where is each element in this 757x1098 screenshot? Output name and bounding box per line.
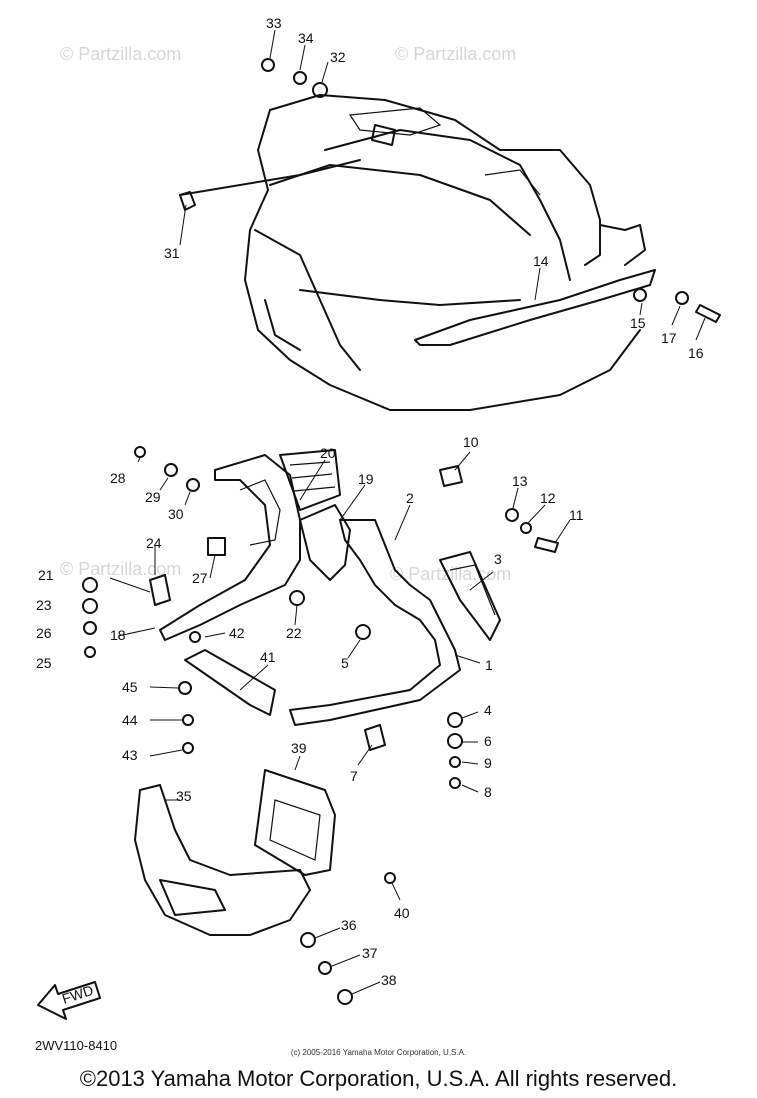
callout-44: 44	[122, 712, 138, 728]
callout-42: 42	[229, 625, 245, 641]
leader-lines	[109, 29, 706, 995]
callout-3: 3	[494, 551, 502, 567]
callout-15: 15	[630, 315, 646, 331]
callout-16: 16	[688, 345, 704, 361]
watermark: © Partzilla.com	[60, 44, 181, 64]
callout-18: 18	[110, 627, 126, 643]
callout-36: 36	[341, 917, 357, 933]
watermarks: © Partzilla.com © Partzilla.com © Partzi…	[60, 44, 516, 584]
watermark: © Partzilla.com	[60, 559, 181, 579]
callout-35: 35	[176, 788, 192, 804]
callout-11: 11	[569, 507, 584, 523]
callout-33: 33	[266, 15, 282, 31]
forward-arrow-label: FWD	[60, 982, 95, 1007]
callout-5: 5	[341, 655, 349, 671]
callout-labels: 33 34 32 31 14 15 17 16 10 20 19 28 29 3…	[36, 15, 704, 988]
callout-30: 30	[168, 506, 184, 522]
callout-2: 2	[406, 490, 414, 506]
callout-23: 23	[36, 597, 52, 613]
callout-24: 24	[146, 535, 162, 551]
diagram-code: 2WV110-8410	[35, 1038, 118, 1053]
callout-14: 14	[533, 253, 549, 269]
frame-assembly	[179, 94, 656, 411]
callout-34: 34	[298, 30, 314, 46]
callout-12: 12	[540, 490, 556, 506]
callout-32: 32	[330, 49, 346, 65]
watermark: © Partzilla.com	[395, 44, 516, 64]
callout-45: 45	[122, 679, 138, 695]
callout-38: 38	[381, 972, 397, 988]
callout-31: 31	[164, 245, 180, 261]
callout-39: 39	[291, 740, 307, 756]
guard-assembly	[134, 449, 501, 936]
callout-28: 28	[110, 470, 126, 486]
callout-21: 21	[38, 567, 54, 583]
callout-9: 9	[484, 755, 492, 771]
callout-10: 10	[463, 434, 479, 450]
copyright-small: (c) 2005-2016 Yamaha Motor Corporation, …	[290, 1048, 467, 1057]
hardware	[82, 58, 721, 1005]
callout-25: 25	[36, 655, 52, 671]
callout-20: 20	[320, 445, 336, 461]
callout-13: 13	[512, 473, 528, 489]
callout-43: 43	[122, 747, 138, 763]
callout-4: 4	[484, 702, 492, 718]
callout-41: 41	[260, 649, 276, 665]
callout-7: 7	[350, 768, 358, 784]
callout-19: 19	[358, 471, 374, 487]
callout-22: 22	[286, 625, 302, 641]
callout-29: 29	[145, 489, 161, 505]
forward-arrow-icon: FWD	[37, 981, 101, 1020]
callout-27: 27	[192, 570, 208, 586]
callout-8: 8	[484, 784, 492, 800]
callout-6: 6	[484, 733, 492, 749]
callout-1: 1	[485, 657, 493, 673]
copyright-main: ©2013 Yamaha Motor Corporation, U.S.A. A…	[79, 1066, 678, 1091]
callout-40: 40	[394, 905, 410, 921]
callout-17: 17	[661, 330, 677, 346]
callout-26: 26	[36, 625, 52, 641]
callout-37: 37	[362, 945, 378, 961]
